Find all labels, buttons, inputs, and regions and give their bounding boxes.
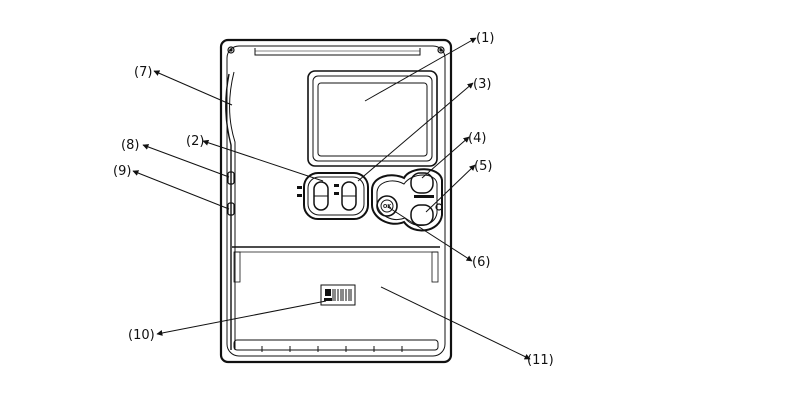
callout-6: (6) — [472, 255, 490, 270]
callout-4: (4) — [468, 131, 486, 146]
callout-8: (8) — [121, 138, 139, 153]
screw-hole-icon — [227, 46, 445, 54]
enclosure — [219, 38, 453, 364]
barcode-label-icon — [320, 284, 356, 306]
leader-10 — [156, 300, 327, 336]
leader-7 — [153, 70, 233, 106]
bottom-cover — [232, 246, 440, 352]
callout-9: (9) — [113, 164, 131, 179]
callout-2: (2) — [186, 134, 204, 149]
callout-11: (11) — [527, 353, 554, 368]
keypad-ok-button — [376, 195, 398, 217]
leader-8 — [142, 144, 230, 178]
leader-4 — [421, 136, 470, 179]
enclosure-inner — [226, 45, 446, 357]
enclosure-outer — [219, 38, 453, 364]
button-pair-left — [297, 172, 369, 220]
leader-11 — [380, 286, 531, 360]
callout-1: (1) — [476, 31, 494, 46]
callout-5: (5) — [474, 159, 492, 174]
leader-lines — [132, 37, 531, 360]
leader-3 — [357, 82, 474, 182]
callout-10: (10) — [128, 328, 155, 343]
ok-button-label: OK — [383, 204, 392, 210]
leader-2 — [202, 139, 324, 182]
leader-1 — [364, 37, 477, 102]
keypad-cluster — [371, 168, 443, 232]
leader-5 — [425, 164, 476, 213]
callout-7: (7) — [134, 65, 152, 80]
keypad-button-down — [410, 204, 434, 226]
keypad-button-up — [410, 172, 434, 194]
callout-labels: (1) (2) (3) (4) (5) (6) (7) (8) (9) (10)… — [113, 31, 554, 368]
side-panel-curve — [229, 71, 236, 350]
leader-6 — [387, 206, 473, 262]
display-window — [307, 70, 438, 167]
callout-3: (3) — [473, 77, 491, 92]
leader-9 — [132, 170, 230, 210]
